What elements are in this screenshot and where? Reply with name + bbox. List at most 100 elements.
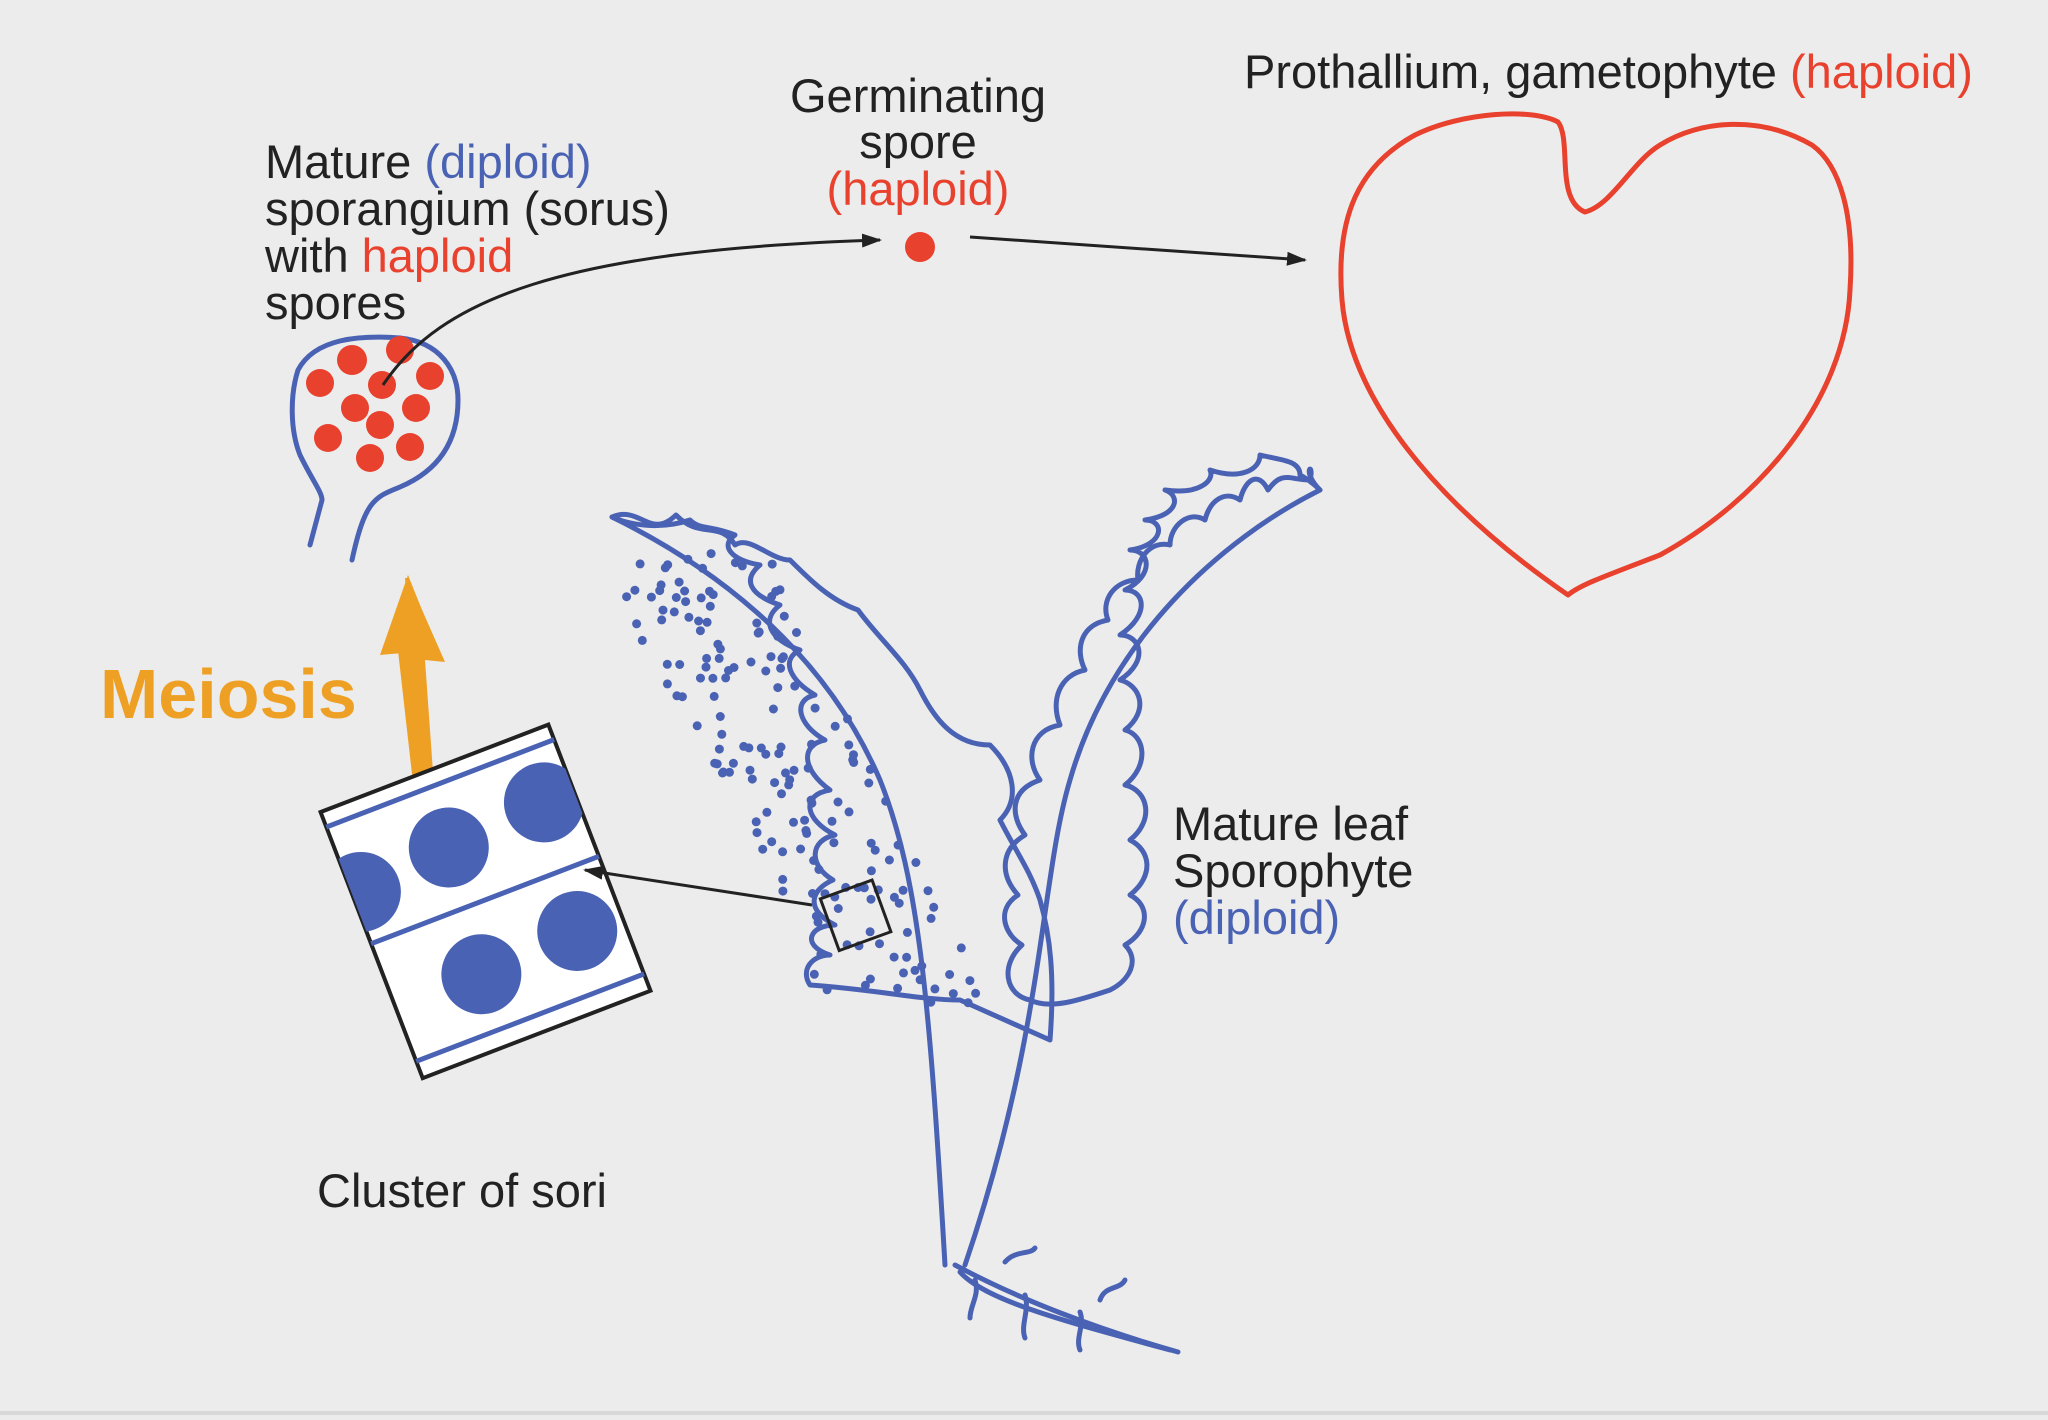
left-frond-rachis bbox=[609, 514, 948, 1268]
sporangium-label-line2: sporangium (sorus) bbox=[265, 182, 670, 235]
sorus-dot bbox=[761, 666, 771, 676]
sorus-dot bbox=[684, 612, 694, 622]
mature-leaf-label-line1: Mature leaf bbox=[1173, 797, 1409, 850]
sorus-dot bbox=[745, 765, 755, 775]
sorus-dot bbox=[789, 765, 799, 775]
sorus-dot bbox=[724, 666, 733, 675]
sorus-dot bbox=[718, 767, 728, 777]
sorus-dot bbox=[807, 798, 817, 808]
sorus-dot bbox=[730, 558, 740, 568]
sorus-dot bbox=[899, 968, 908, 978]
sorus-dot bbox=[929, 902, 939, 912]
root bbox=[1021, 1292, 1029, 1341]
sorus-dot bbox=[696, 673, 705, 683]
cluster-of-sori bbox=[317, 722, 654, 1081]
spore-dot bbox=[386, 336, 414, 364]
root bbox=[1002, 1245, 1038, 1265]
sorus-dot bbox=[662, 659, 672, 669]
sorus-dot bbox=[441, 934, 522, 1015]
sorus-dot bbox=[785, 775, 795, 785]
sorus-dot bbox=[923, 886, 933, 896]
sorus-dot bbox=[796, 844, 806, 854]
sorus-dot bbox=[747, 774, 757, 784]
sorus-dot bbox=[833, 797, 843, 807]
sorus-dot bbox=[910, 965, 920, 975]
sorus-dot bbox=[669, 607, 679, 617]
sorus-dot bbox=[696, 593, 706, 603]
mature-leaf-label-line2: Sporophyte bbox=[1173, 844, 1413, 897]
sorus-dot bbox=[714, 744, 724, 754]
sorus-dot bbox=[971, 988, 981, 998]
sorus-dot bbox=[902, 927, 912, 937]
sorus-dot bbox=[948, 989, 958, 999]
sorus-dot bbox=[663, 560, 673, 570]
spore-dot bbox=[402, 394, 430, 422]
sorus-dot bbox=[658, 605, 668, 615]
sorus-dot bbox=[809, 856, 819, 865]
sporangium bbox=[289, 334, 461, 563]
sorus-dot bbox=[773, 683, 783, 693]
sorus-dot bbox=[884, 855, 894, 865]
sorus-dot bbox=[864, 778, 874, 788]
sori-line bbox=[415, 971, 645, 1064]
sorus-dot bbox=[714, 653, 724, 663]
left-frond-outline bbox=[609, 511, 1055, 1043]
root bbox=[967, 1277, 979, 1321]
sorus-dot bbox=[822, 985, 832, 995]
sorus-dot bbox=[744, 743, 754, 753]
sorus-dot bbox=[926, 913, 936, 923]
sorus-dot bbox=[829, 838, 839, 848]
sorus-dot bbox=[830, 721, 840, 731]
sorus-dot bbox=[694, 616, 704, 626]
sorus-dot bbox=[768, 704, 778, 714]
germinating-label-haploid: (haploid) bbox=[827, 162, 1010, 215]
sorus-dot bbox=[773, 631, 783, 641]
haploid-spores bbox=[306, 336, 444, 472]
sorus-dot bbox=[776, 663, 786, 673]
sorus-dot bbox=[917, 961, 927, 971]
sorus-dot bbox=[808, 889, 817, 898]
sorus-dot bbox=[715, 644, 725, 654]
sorus-dot bbox=[865, 927, 875, 937]
sorus-dot bbox=[956, 943, 966, 953]
meiosis-arrow-tip bbox=[380, 575, 438, 655]
sorus-dot bbox=[675, 660, 685, 669]
sorus-dot bbox=[702, 617, 712, 627]
rhizome-lower bbox=[957, 1269, 1173, 1353]
sorus-dot bbox=[705, 601, 715, 611]
cluster-of-sori-label: Cluster of sori bbox=[317, 1164, 607, 1217]
sorus-dot bbox=[761, 749, 771, 759]
meiosis-label: Meiosis bbox=[100, 655, 357, 733]
sorus-dot bbox=[802, 828, 812, 838]
spore-dot bbox=[306, 369, 334, 397]
sorus-dot bbox=[702, 653, 712, 663]
mature-leaf-label-diploid: (diploid) bbox=[1173, 891, 1340, 944]
sorus-dot bbox=[752, 828, 762, 838]
sporangium-label-line3: with haploid bbox=[264, 229, 513, 282]
sorus-dot bbox=[810, 703, 820, 713]
sorus-dot bbox=[692, 721, 702, 731]
root bbox=[1097, 1277, 1128, 1303]
spore-dot bbox=[356, 444, 384, 472]
right-frond-rachis bbox=[962, 487, 1323, 1268]
sorus-dot bbox=[680, 586, 690, 596]
sorus-dot bbox=[710, 758, 720, 768]
sorus-dot bbox=[790, 681, 800, 691]
sporangium-label-line1: Mature (diploid) bbox=[265, 135, 592, 188]
spore-dot bbox=[396, 433, 424, 461]
germinating-label-line1: Germinating bbox=[790, 69, 1046, 122]
frond-sori-dots bbox=[622, 549, 981, 1008]
sorus-dot bbox=[893, 840, 903, 850]
sorus-dot bbox=[866, 838, 876, 848]
sorus-dot bbox=[767, 837, 777, 847]
arrow-to-prothallium bbox=[969, 235, 1307, 266]
sorus-dot bbox=[833, 904, 843, 913]
sorus-dot bbox=[737, 561, 747, 571]
sorus-dot bbox=[789, 817, 798, 827]
sorus-dot bbox=[683, 554, 693, 564]
sorus-dot bbox=[778, 874, 788, 884]
spore-dot bbox=[314, 424, 342, 452]
sorus-dot bbox=[721, 673, 731, 683]
prothallium-heart bbox=[1338, 111, 1854, 598]
